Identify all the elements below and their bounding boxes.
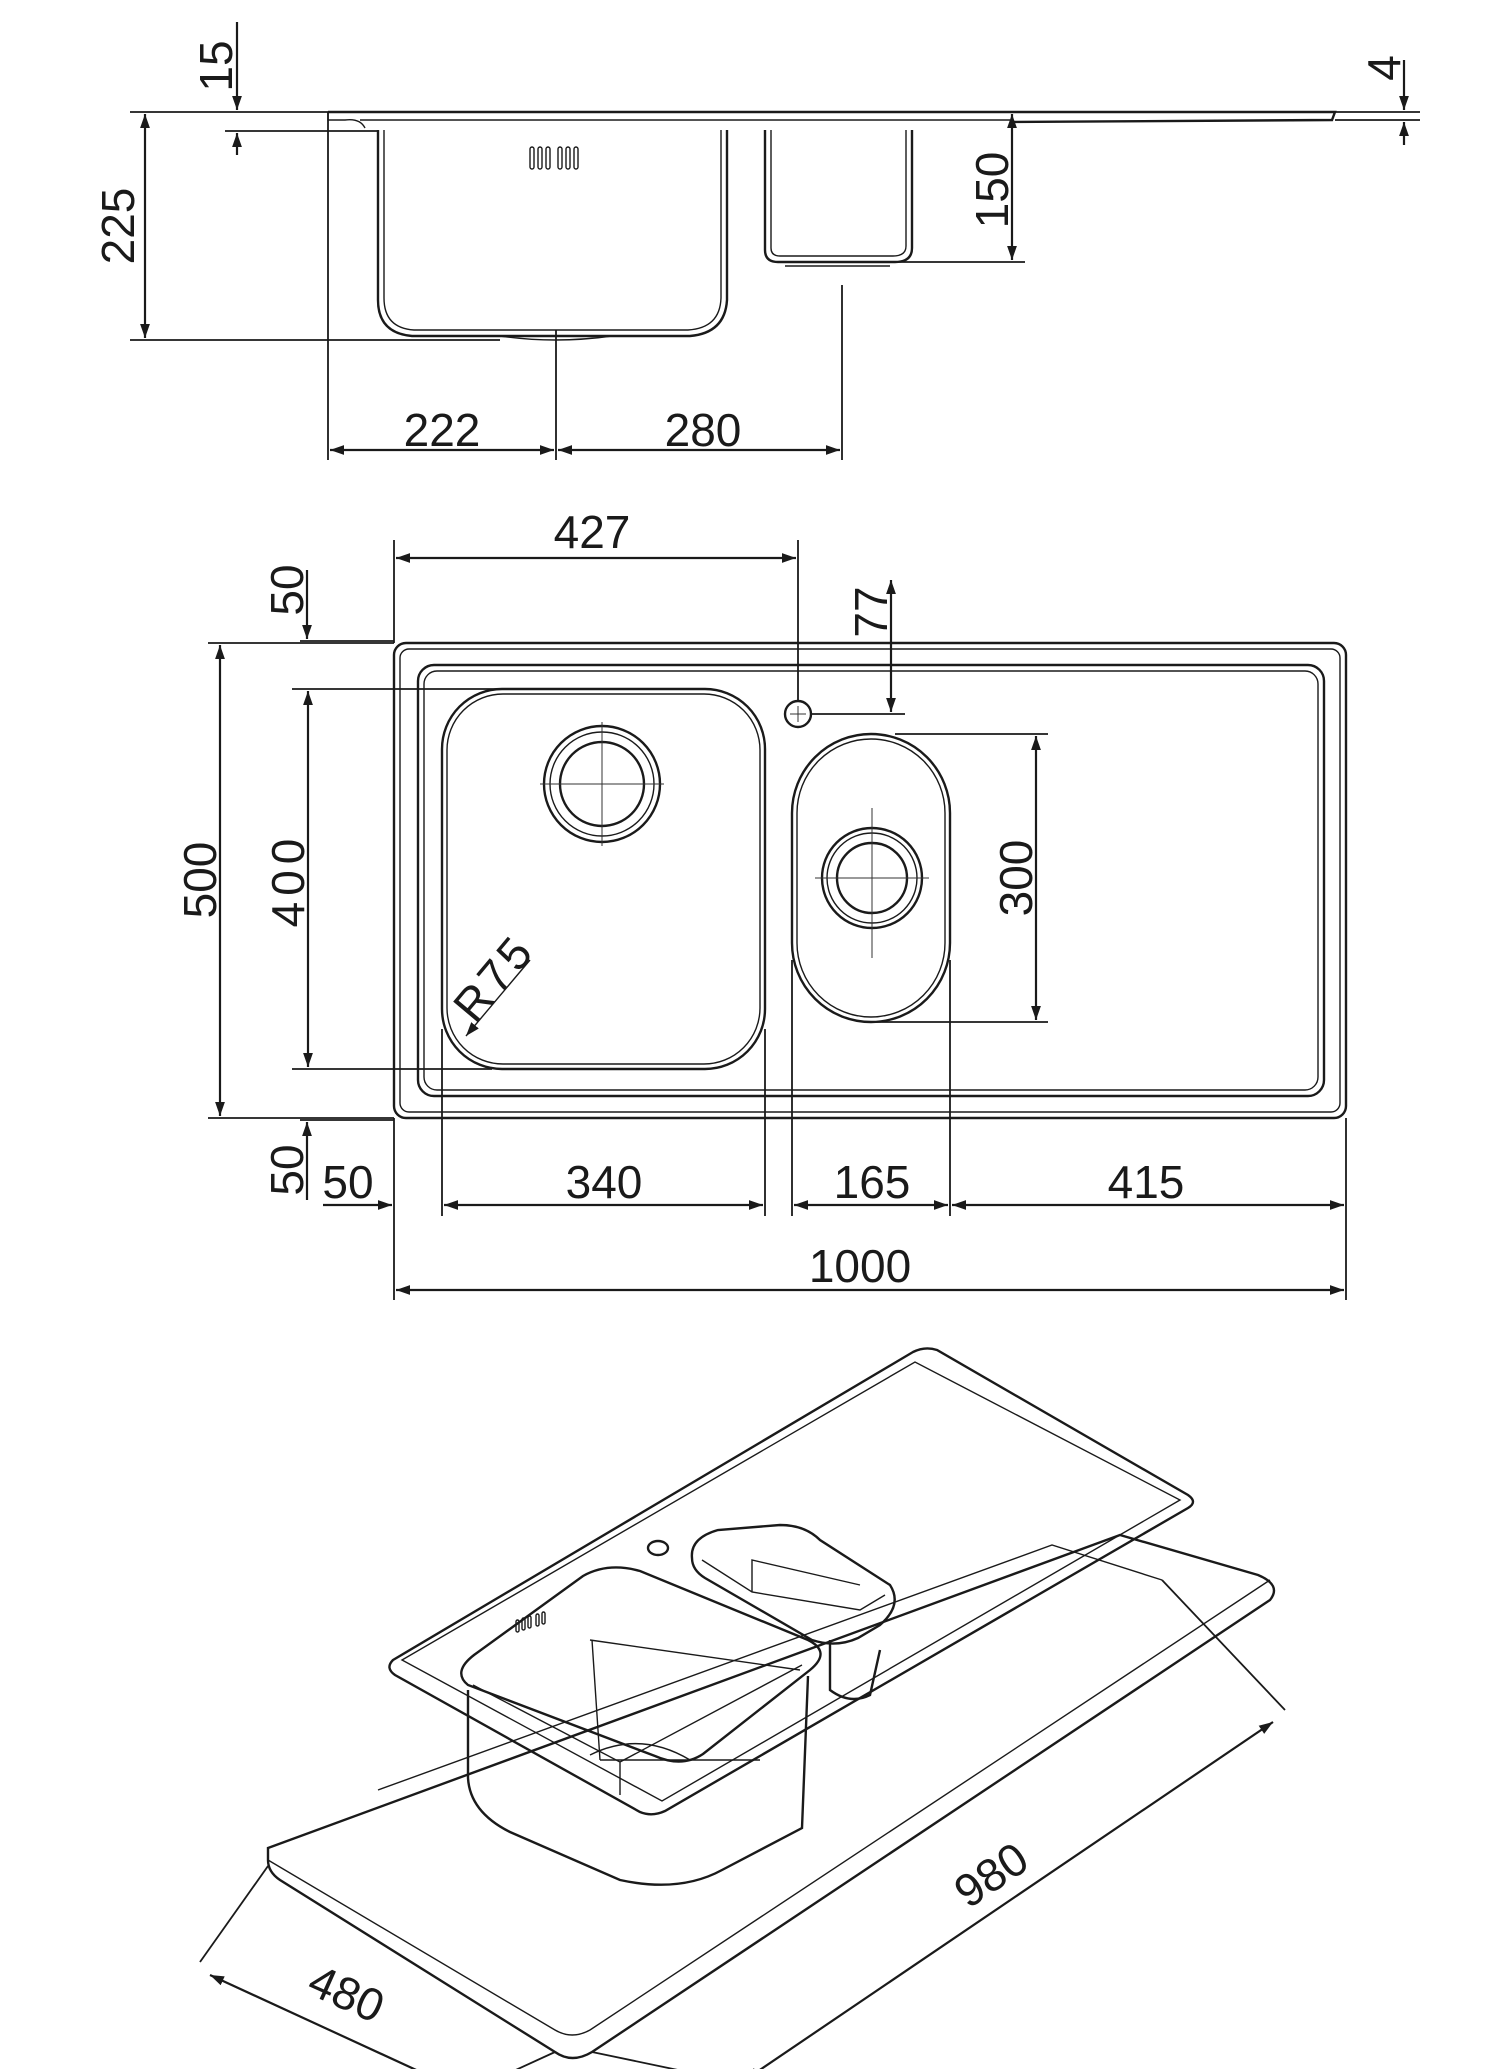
dim-overall-depth-plan: 500 <box>174 842 226 919</box>
tap-hole <box>783 699 813 729</box>
dim-rim-offset: 15 <box>190 40 242 91</box>
dim-top-margin: 50 <box>261 564 313 615</box>
dim-corner-radius: R75 <box>443 924 545 1031</box>
iso-dimensions: 980 480 <box>199 1579 1286 2069</box>
dim-deck-thickness: 4 <box>1358 55 1410 81</box>
dim-bottom-margin: 50 <box>261 1144 313 1195</box>
dim-tap-hole-y: 77 <box>845 586 897 637</box>
main-bowl-drain <box>540 722 664 846</box>
secondary-bowl <box>790 732 952 1024</box>
plan-view-outline <box>392 641 1348 1120</box>
side-view-dimensions: 15 225 150 4 222 280 <box>92 22 1420 460</box>
dim-left-margin: 50 <box>322 1156 373 1208</box>
overflow-slots <box>529 146 579 170</box>
dim-main-bowl-width: 340 <box>566 1156 643 1208</box>
dim-secondary-bowl-depth: 150 <box>966 152 1018 229</box>
iso-view: 980 480 <box>199 1347 1286 2069</box>
dim-drainer-width: 415 <box>1108 1156 1185 1208</box>
dim-tap-hole-x: 427 <box>554 506 631 558</box>
main-bowl <box>440 687 767 1071</box>
dim-overall-depth-side: 225 <box>92 188 144 265</box>
side-view: 15 225 150 4 222 280 <box>92 22 1420 460</box>
dim-cutout-length: 980 <box>945 1832 1038 1918</box>
dim-overall-width: 1000 <box>809 1240 911 1292</box>
dim-cutout-depth: 480 <box>301 1954 392 2033</box>
dim-drain-spacing: 280 <box>665 404 742 456</box>
sink-unit <box>388 1347 1195 1886</box>
countertop-slab <box>266 1533 1276 2060</box>
dim-main-bowl-length: 400 <box>262 833 314 928</box>
side-view-profile <box>327 110 1337 341</box>
iso-overflow-slots <box>515 1611 546 1633</box>
dim-secondary-bowl-length: 300 <box>990 840 1042 917</box>
dim-secondary-bowl-width: 165 <box>834 1156 911 1208</box>
plan-view: 427 77 50 500 400 R75 <box>174 506 1348 1300</box>
secondary-bowl-drain <box>815 808 929 958</box>
dim-drain-offset-left: 222 <box>404 404 481 456</box>
